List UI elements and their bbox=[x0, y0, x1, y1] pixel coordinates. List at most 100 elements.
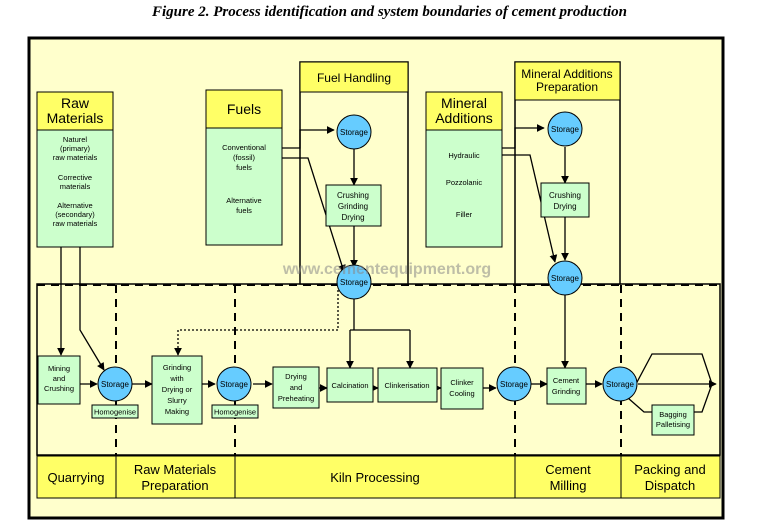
kiln-fuel-storage-label: Storage bbox=[340, 278, 369, 287]
text-line: Clinker bbox=[450, 378, 474, 387]
homogenise-1-box bbox=[91, 404, 139, 419]
text-line: materials bbox=[60, 182, 91, 191]
text-line: Crushing bbox=[44, 384, 74, 393]
storage-4-label: Storage bbox=[606, 380, 635, 389]
raw-material-item-0: Naturel(primary)raw materials bbox=[53, 135, 98, 162]
mineral-storage-2-circle bbox=[547, 260, 583, 296]
text-line: Clinkerisation bbox=[384, 381, 429, 390]
text-line: Cooling bbox=[449, 389, 474, 398]
text-line: Mineral bbox=[441, 95, 487, 111]
fuel-handling-header bbox=[299, 61, 409, 93]
text-line: Drying or bbox=[162, 385, 193, 394]
storage-1-circle bbox=[97, 366, 133, 402]
text-line: and bbox=[53, 374, 66, 383]
storage-1-label: Storage bbox=[101, 380, 130, 389]
clinker-cooling-box bbox=[440, 367, 484, 410]
drying-box bbox=[272, 366, 320, 409]
mineral-item-1: Pozzolanic bbox=[446, 178, 483, 187]
text-line: Materials bbox=[47, 110, 104, 126]
homogenise-2-box bbox=[211, 404, 259, 419]
mineral-storage-label: Storage bbox=[551, 125, 580, 134]
fuels-title: Fuels bbox=[227, 101, 261, 117]
clinkerisation-label: Clinkerisation bbox=[384, 381, 429, 390]
text-line: Milling bbox=[550, 478, 587, 493]
text-line: Raw bbox=[61, 95, 90, 111]
text-line: Packing and bbox=[634, 462, 706, 477]
text-line: fuels bbox=[236, 206, 252, 215]
text-line: Pozzolanic bbox=[446, 178, 483, 187]
storage-3-label: Storage bbox=[500, 380, 529, 389]
text-line: Alternative bbox=[57, 201, 92, 210]
stage-packing bbox=[620, 455, 721, 499]
fuels-header bbox=[205, 89, 283, 129]
storage-2-circle bbox=[216, 366, 252, 402]
stage-raw-prep bbox=[115, 455, 236, 499]
mineral-item-0: Hydraulic bbox=[448, 151, 480, 160]
text-line: Mineral Additions bbox=[521, 67, 612, 81]
text-line: Preparation bbox=[536, 80, 598, 94]
text-line: Drying bbox=[341, 213, 364, 222]
watermark: www.cementequipment.org bbox=[282, 261, 491, 278]
text-line: Bagging bbox=[659, 410, 687, 419]
stage-cement-milling bbox=[514, 455, 622, 499]
fuel-crushing-box bbox=[325, 184, 382, 227]
text-line: Hydraulic bbox=[448, 151, 480, 160]
storage-2-label: Storage bbox=[220, 380, 249, 389]
text-line: Cement bbox=[545, 462, 591, 477]
text-line: Quarrying bbox=[47, 470, 104, 485]
text-line: (primary) bbox=[60, 144, 90, 153]
text-line: raw materials bbox=[53, 153, 98, 162]
text-line: Alternative bbox=[226, 196, 261, 205]
text-line: Preparation bbox=[141, 478, 208, 493]
text-line: (fossil) bbox=[233, 153, 256, 162]
text-line: Filler bbox=[456, 210, 473, 219]
text-line: Fuels bbox=[227, 101, 261, 117]
raw-material-item-2: Alternative(secondary)raw materials bbox=[53, 201, 98, 228]
mineral-item-2: Filler bbox=[456, 210, 473, 219]
clinkerisation-box bbox=[377, 367, 438, 403]
text-line: fuels bbox=[236, 163, 252, 172]
fuel-storage-circle bbox=[336, 114, 372, 150]
stage-quarrying-label: Quarrying bbox=[47, 470, 104, 485]
kiln-fuel-storage-circle bbox=[336, 264, 372, 300]
text-line: Kiln Processing bbox=[330, 470, 420, 485]
text-line: and bbox=[290, 383, 303, 392]
calcination-box bbox=[326, 367, 374, 403]
storage-nodes: Storage Storage Storage Storage Storage … bbox=[97, 111, 638, 402]
text-line: (secondary) bbox=[55, 210, 95, 219]
mineral-prep-header bbox=[514, 61, 621, 101]
stage-kiln-label: Kiln Processing bbox=[330, 470, 420, 485]
text-line: Drying bbox=[285, 372, 307, 381]
text-line: Dispatch bbox=[645, 478, 696, 493]
fuel-handling-title: Fuel Handling bbox=[317, 71, 391, 85]
mineral-additions-header bbox=[425, 91, 503, 131]
raw-materials-header bbox=[36, 91, 114, 131]
text-line: Drying bbox=[553, 202, 576, 211]
text-line: Grinding bbox=[163, 363, 191, 372]
text-line: Additions bbox=[435, 110, 493, 126]
text-line: Making bbox=[165, 407, 189, 416]
text-line: Grinding bbox=[338, 202, 368, 211]
stage-kiln bbox=[234, 455, 516, 499]
text-line: Crushing bbox=[549, 191, 581, 200]
text-line: Crushing bbox=[337, 191, 369, 200]
cement-grinding-box bbox=[546, 367, 587, 405]
text-line: Preheating bbox=[278, 394, 314, 403]
storage-4-circle bbox=[602, 366, 638, 402]
figure-title: Figure 2. Process identification and sys… bbox=[151, 4, 627, 20]
text-line: raw materials bbox=[53, 219, 98, 228]
homogenise-1-label: Homogenise bbox=[94, 408, 136, 417]
